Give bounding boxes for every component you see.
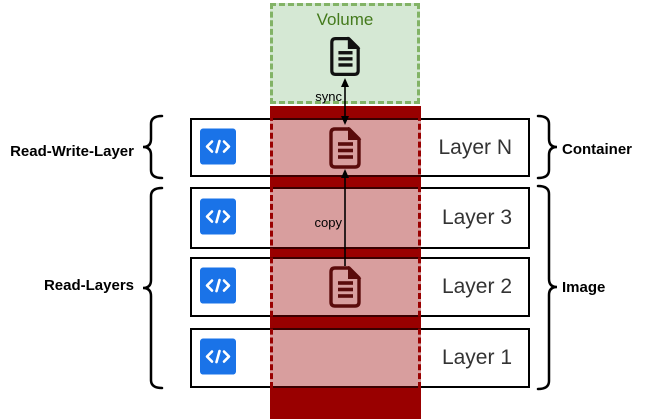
code-icon bbox=[200, 128, 236, 165]
layer-n-document-icon bbox=[329, 127, 362, 169]
layer-row-3: Layer 3 bbox=[190, 187, 530, 249]
read-write-layer-label: Read-Write-Layer bbox=[10, 143, 134, 160]
red-overlay bbox=[270, 106, 421, 388]
layer-row-1: Layer 1 bbox=[190, 328, 530, 388]
read-layers-brace bbox=[142, 186, 164, 390]
code-icon bbox=[200, 267, 236, 304]
image-brace bbox=[536, 184, 558, 391]
read-layers-label: Read-Layers bbox=[43, 277, 134, 294]
sync-arrow-label: sync bbox=[315, 89, 342, 104]
copy-arrow-label: copy bbox=[314, 215, 342, 230]
code-icon bbox=[200, 198, 236, 235]
layer-label: Layer 2 bbox=[441, 275, 512, 298]
image-label: Image bbox=[562, 279, 606, 296]
layer-row-2: Layer 2 bbox=[190, 257, 530, 317]
layer-label: Layer 1 bbox=[441, 346, 512, 369]
volume-label: Volume bbox=[316, 10, 374, 29]
code-icon bbox=[200, 338, 236, 375]
layer-2-document-icon bbox=[329, 266, 362, 308]
layer-label: Layer N bbox=[438, 135, 512, 159]
layer-row-n: Layer N bbox=[190, 118, 530, 177]
layer-label: Layer 3 bbox=[441, 206, 512, 229]
container-brace bbox=[536, 114, 558, 180]
volume-document-icon bbox=[330, 36, 361, 76]
container-label: Container bbox=[562, 141, 633, 158]
read-write-layer-brace bbox=[142, 114, 164, 180]
